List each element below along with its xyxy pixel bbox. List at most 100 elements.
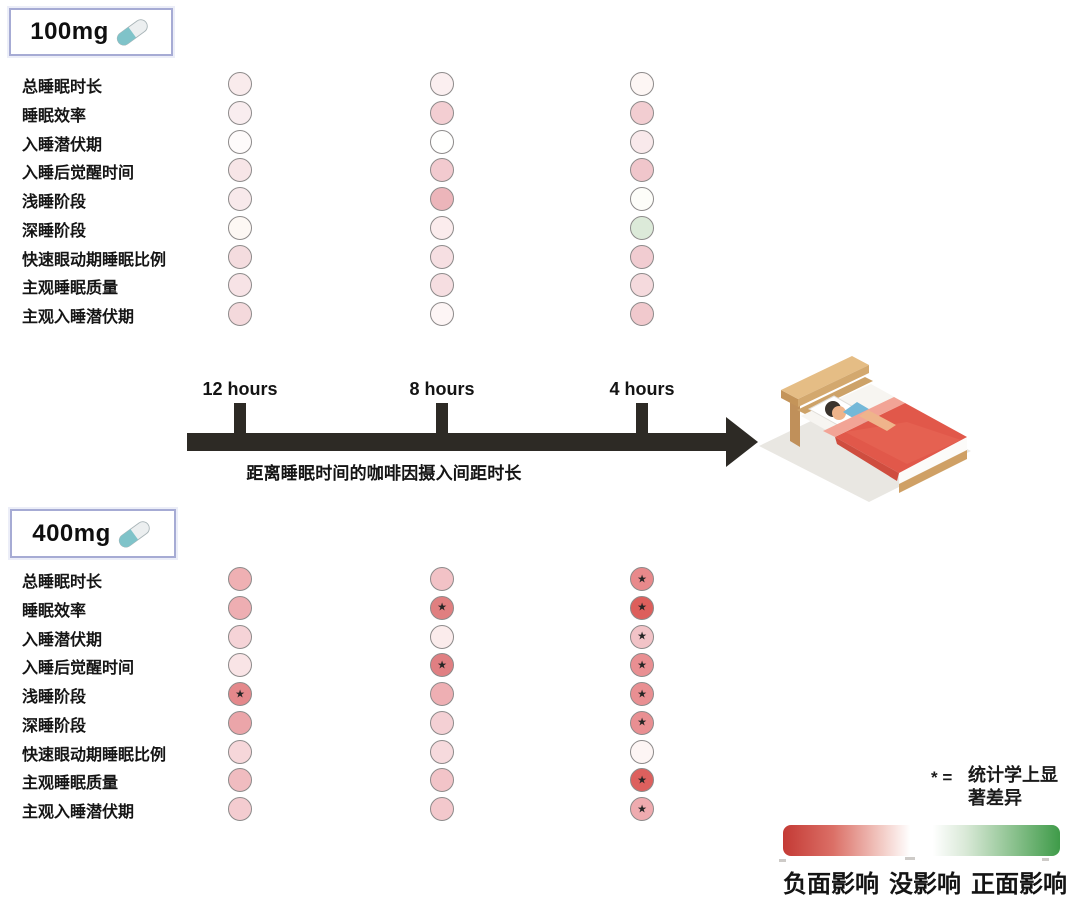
effect-dot	[630, 129, 654, 154]
significance-symbol: * =	[931, 768, 953, 787]
row-label-100mg-7: 主观睡眠质量	[22, 280, 119, 298]
capsule-pill-icon	[116, 19, 148, 46]
effect-dot: ★	[630, 624, 654, 649]
scale-tick-center	[905, 857, 915, 860]
timeline-tick-label-0: 12 hours	[202, 379, 278, 399]
effect-dot	[430, 302, 454, 326]
row-label-400mg-8: 主观入睡潜伏期	[22, 804, 135, 821]
effect-dot	[430, 624, 454, 649]
effect-dot	[630, 72, 654, 96]
effect-dot	[228, 100, 252, 125]
effect-scale-labels: 负面影响 没影响 正面影响	[783, 864, 1067, 899]
effect-dot	[630, 158, 654, 183]
row-label-400mg-7: 主观睡眠质量	[22, 775, 119, 793]
effect-dot	[228, 215, 252, 240]
row-label-400mg-2: 入睡潜伏期	[22, 631, 103, 649]
significance-star-icon: ★	[637, 601, 647, 614]
dose-badge-100mg: 100mg	[9, 8, 173, 56]
effect-dot	[228, 797, 252, 821]
effect-dot	[228, 653, 252, 678]
significance-text: 统计学上显著差异	[968, 765, 1058, 808]
row-label-400mg-0: 总睡眠时长	[22, 574, 103, 591]
effect-dot: ★	[630, 710, 654, 735]
dose-label-400mg: 400mg	[32, 519, 111, 547]
effect-dot	[228, 768, 252, 793]
significance-star-icon: ★	[637, 573, 647, 585]
effect-dot	[430, 215, 454, 240]
significance-star-icon: ★	[637, 803, 647, 815]
row-label-400mg-4: 浅睡阶段	[22, 689, 87, 706]
row-label-400mg-5: 深睡阶段	[22, 717, 87, 735]
row-label-100mg-6: 快速眼动期睡眠比例	[22, 251, 167, 269]
significance-star-icon: ★	[637, 659, 647, 672]
effect-dot: ★	[630, 797, 654, 821]
effect-dot: ★	[430, 653, 454, 678]
effect-dot	[228, 739, 252, 764]
effect-dot	[430, 567, 454, 591]
effect-dot	[228, 244, 252, 269]
effect-dot	[630, 273, 654, 298]
significance-star-icon: ★	[235, 688, 245, 700]
person-arm	[859, 410, 896, 431]
scale-label-negative: 负面影响	[783, 871, 879, 898]
effect-dot	[430, 129, 454, 154]
significance-star-icon: ★	[637, 630, 647, 643]
effect-dot	[228, 302, 252, 326]
row-label-100mg-1: 睡眠效率	[22, 107, 87, 125]
effect-dot: ★	[430, 595, 454, 620]
timeline-axis-bar	[187, 433, 727, 451]
row-label-100mg-8: 主观入睡潜伏期	[22, 309, 135, 326]
headboard	[781, 356, 869, 399]
effect-dot	[430, 100, 454, 125]
timeline-arrowhead-icon	[726, 417, 758, 467]
effect-dot: ★	[630, 682, 654, 706]
effect-dot: ★	[228, 682, 252, 706]
effect-dot: ★	[630, 567, 654, 591]
timeline-tick-label-2: 4 hours	[609, 379, 675, 399]
timeline-tick	[436, 403, 448, 435]
effect-dot: ★	[630, 768, 654, 793]
effect-dot	[630, 302, 654, 326]
effect-dot	[228, 72, 252, 96]
effect-dot	[228, 710, 252, 735]
effect-dot	[630, 244, 654, 269]
row-label-100mg-4: 浅睡阶段	[22, 194, 87, 211]
row-label-100mg-2: 入睡潜伏期	[22, 136, 103, 154]
scale-tick-left	[779, 859, 786, 862]
dose-label-100mg: 100mg	[30, 18, 109, 45]
effect-dot	[630, 215, 654, 240]
effect-dot	[430, 710, 454, 735]
significance-star-icon: ★	[637, 716, 647, 729]
effect-dot	[430, 187, 454, 211]
significance-star-icon: ★	[637, 688, 647, 700]
scale-tick-right	[1042, 858, 1049, 861]
sleeping-person-bed-icon	[759, 356, 971, 502]
effect-dot	[630, 187, 654, 211]
effect-dot	[430, 768, 454, 793]
effect-dot	[430, 72, 454, 96]
effect-dot	[430, 244, 454, 269]
effect-dot	[228, 595, 252, 620]
significance-star-icon: ★	[437, 659, 447, 672]
bed-post	[790, 396, 800, 447]
effect-dot	[228, 187, 252, 211]
effect-dot	[430, 158, 454, 183]
effect-dot	[228, 158, 252, 183]
row-label-400mg-1: 睡眠效率	[22, 602, 87, 620]
effect-dot	[430, 273, 454, 298]
timeline-tick	[636, 403, 648, 435]
row-label-400mg-6: 快速眼动期睡眠比例	[22, 746, 167, 764]
timeline-tick	[234, 403, 246, 435]
effect-dot	[630, 100, 654, 125]
effect-dot	[430, 682, 454, 706]
scale-label-none: 没影响	[889, 871, 961, 898]
row-label-100mg-3: 入睡后觉醒时间	[22, 165, 135, 183]
capsule-pill-icon	[118, 520, 150, 548]
scale-label-positive: 正面影响	[971, 871, 1067, 898]
row-label-100mg-0: 总睡眠时长	[22, 79, 103, 96]
effect-dot	[228, 624, 252, 649]
effect-dot	[630, 739, 654, 764]
row-label-100mg-5: 深睡阶段	[22, 222, 87, 240]
effect-dot: ★	[630, 653, 654, 678]
